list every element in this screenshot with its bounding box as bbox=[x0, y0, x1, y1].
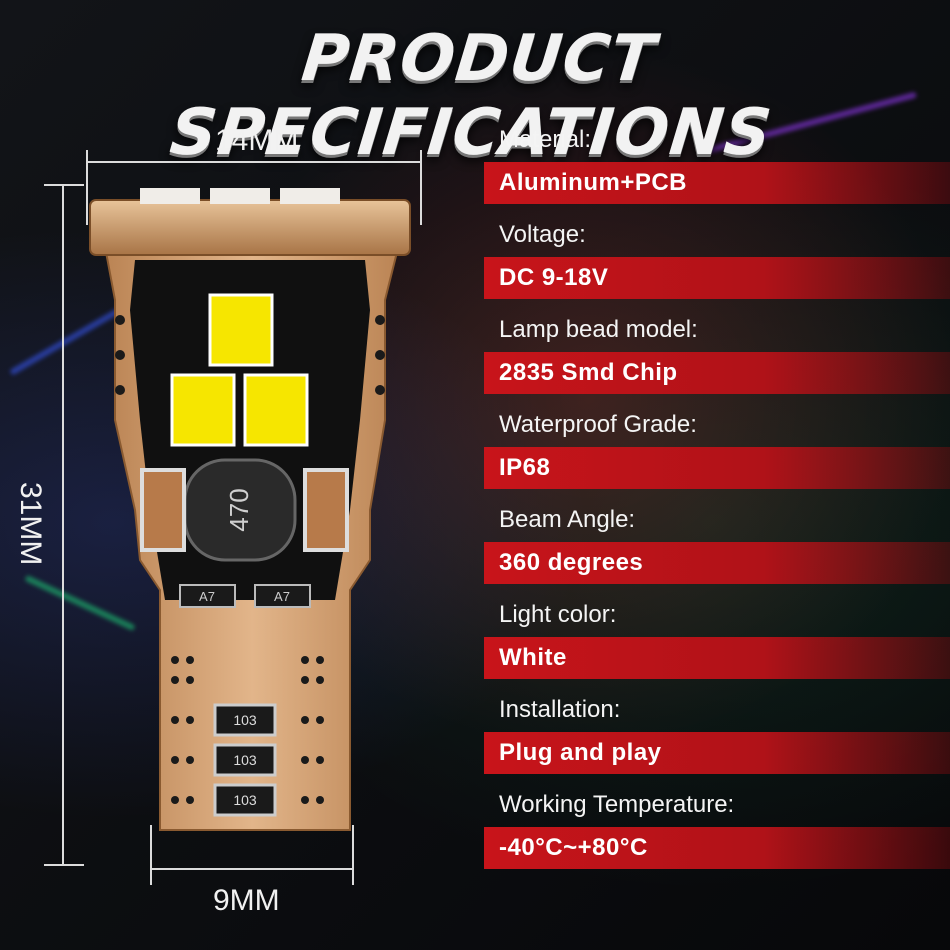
dim-width-bottom-tick-left bbox=[150, 825, 152, 885]
dim-width-bottom-label: 9MM bbox=[213, 884, 280, 917]
resistor-3-label: 103 bbox=[233, 792, 257, 808]
cap-tab-1 bbox=[140, 188, 200, 204]
spec-installation: Installation: Plug and play bbox=[484, 688, 950, 783]
spec-label: Light color: bbox=[499, 601, 617, 628]
dim-width-top-label: 14MM bbox=[215, 124, 299, 157]
capacitor-left bbox=[140, 468, 186, 552]
spec-value: Plug and play bbox=[484, 732, 950, 774]
spec-light-color: Light color: White bbox=[484, 593, 950, 688]
spec-voltage: Voltage: DC 9-18V bbox=[484, 213, 950, 308]
resistor-1 bbox=[213, 703, 277, 737]
inductor-label: 470 bbox=[224, 488, 254, 531]
spec-beam-angle: Beam Angle: 360 degrees bbox=[484, 498, 950, 593]
cap-tab-3 bbox=[280, 188, 340, 204]
dim-width-top-tick-right bbox=[420, 150, 422, 225]
dim-height-tick-top bbox=[44, 184, 84, 186]
resistor-2-label: 103 bbox=[233, 752, 257, 768]
led-chip-1 bbox=[208, 293, 274, 367]
spec-value: White bbox=[484, 637, 950, 679]
dim-width-top-line bbox=[86, 161, 422, 163]
spec-value: IP68 bbox=[484, 447, 950, 489]
dim-height-line bbox=[62, 185, 64, 865]
spec-label: Working Temperature: bbox=[499, 791, 735, 818]
diode-2 bbox=[254, 584, 311, 608]
cap-tab-2 bbox=[210, 188, 270, 204]
dim-width-top-tick-left bbox=[86, 150, 88, 225]
dim-width-bottom-tick-right bbox=[352, 825, 354, 885]
spec-value: 360 degrees bbox=[484, 542, 950, 584]
spec-list: Material: Aluminum+PCB Voltage: DC 9-18V… bbox=[484, 118, 950, 878]
diode-1-label: A7 bbox=[199, 589, 215, 604]
spec-label: Lamp bead model: bbox=[499, 316, 698, 343]
led-chip-2 bbox=[170, 373, 236, 447]
diode-1 bbox=[179, 584, 236, 608]
dim-height-tick-bottom bbox=[44, 864, 84, 866]
spec-value: DC 9-18V bbox=[484, 257, 950, 299]
spec-value: -40°C~+80°C bbox=[484, 827, 950, 869]
resistor-2 bbox=[213, 743, 277, 777]
spec-label: Material: bbox=[499, 126, 592, 153]
spec-working-temperature: Working Temperature: -40°C~+80°C bbox=[484, 783, 950, 878]
dim-width-bottom-line bbox=[150, 868, 354, 870]
diode-2-label: A7 bbox=[274, 589, 290, 604]
spec-value: Aluminum+PCB bbox=[484, 162, 950, 204]
dim-height-label: 31MM bbox=[14, 482, 47, 566]
spec-label: Waterproof Grade: bbox=[499, 411, 697, 438]
via-holes bbox=[115, 315, 385, 804]
led-bulb-svg: 470 A7 A7 103 103 103 bbox=[89, 188, 411, 831]
spec-material: Material: Aluminum+PCB bbox=[484, 118, 950, 213]
metal-cap bbox=[89, 199, 411, 256]
resistor-3 bbox=[213, 783, 277, 817]
spec-label: Installation: bbox=[499, 696, 621, 723]
spec-waterproof-grade: Waterproof Grade: IP68 bbox=[484, 403, 950, 498]
resistor-1-label: 103 bbox=[233, 712, 257, 728]
led-chip-3 bbox=[243, 373, 309, 447]
spec-value: 2835 Smd Chip bbox=[484, 352, 950, 394]
spec-label: Beam Angle: bbox=[499, 506, 636, 533]
spec-label: Voltage: bbox=[499, 221, 586, 248]
spec-lamp-bead-model: Lamp bead model: 2835 Smd Chip bbox=[484, 308, 950, 403]
capacitor-right bbox=[303, 468, 349, 552]
led-bulb-illustration: 470 A7 A7 103 103 103 bbox=[80, 180, 420, 880]
